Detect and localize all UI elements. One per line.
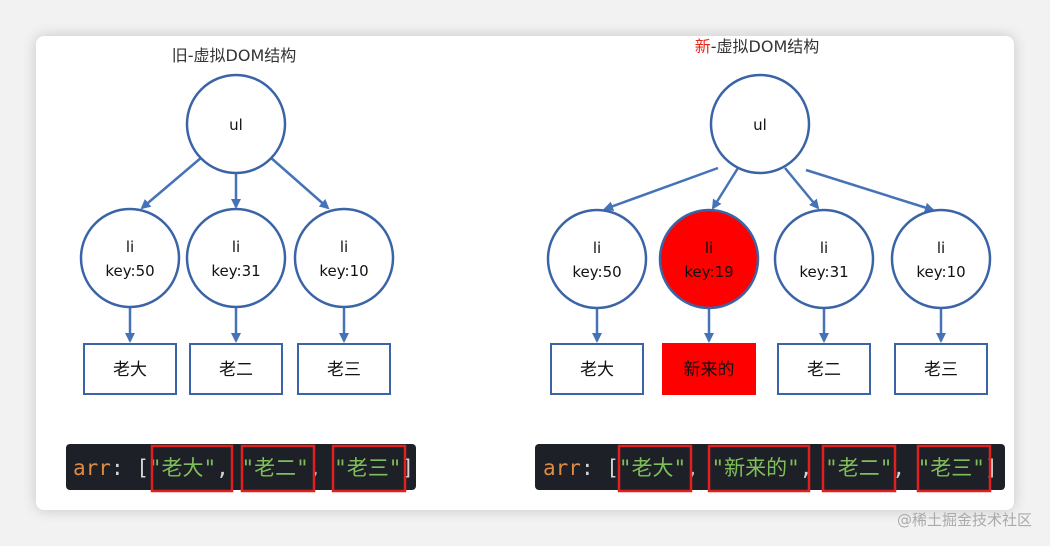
old-vdom-diagram: 旧-虚拟DOM结构 ul li key:50 li key:31 li key: <box>66 46 416 493</box>
new-edge-ul-li2 <box>711 167 740 210</box>
old-text-box-2: 老二 <box>189 343 283 395</box>
old-code-item-2: "老二" <box>241 456 308 480</box>
old-text-box-3: 老三 <box>297 343 391 395</box>
old-code-box-1 <box>150 444 234 493</box>
svg-text:老大: 老大 <box>113 360 147 380</box>
old-code-item-3: "老三" <box>334 456 401 480</box>
old-code-ident: arr <box>73 456 111 480</box>
new-code-ident: arr <box>543 456 581 480</box>
new-vdom-title: 新-虚拟DOM结构 <box>695 37 820 56</box>
old-code-item-1: "老大" <box>149 456 216 480</box>
old-li-node-2: li key:31 <box>185 207 287 309</box>
new-text-box-2-highlighted: 新来的 <box>662 343 756 395</box>
old-ul-label: ul <box>229 116 243 134</box>
new-code-item-4: "老三" <box>918 456 985 480</box>
old-li-2-tag: li <box>232 238 240 256</box>
new-code-box-2 <box>707 444 811 493</box>
new-li-3-key: key:31 <box>799 263 848 281</box>
new-code-item-3: "老二" <box>825 456 892 480</box>
new-code-box-1 <box>617 444 693 493</box>
old-li-1-tag: li <box>126 238 134 256</box>
new-text-box-3: 老二 <box>777 343 871 395</box>
new-vdom-title-prefix: 新 <box>695 37 711 56</box>
old-li-1-key: key:50 <box>105 262 154 280</box>
new-li-4-tag: li <box>937 239 945 257</box>
new-code-box-4 <box>916 444 992 493</box>
new-edge-ul-li1 <box>603 166 719 211</box>
old-li-node-3: li key:10 <box>293 207 395 309</box>
old-li-2-key: key:31 <box>211 262 260 280</box>
new-li-3-tag: li <box>820 239 828 257</box>
new-code-item-1: "老大" <box>619 456 686 480</box>
new-li-2-key: key:19 <box>684 263 733 281</box>
new-li-node-1: li key:50 <box>546 208 648 310</box>
svg-text:新来的: 新来的 <box>684 360 735 380</box>
new-edges <box>592 166 946 343</box>
old-code-box-2 <box>240 444 316 493</box>
old-code-box-3 <box>331 444 407 493</box>
new-li-node-2-highlighted: li key:19 <box>658 208 760 310</box>
old-code-snippet: arr: ["老大", "老二", "老三"] <box>66 444 416 493</box>
old-vdom-title: 旧-虚拟DOM结构 <box>172 46 297 65</box>
old-ul-node: ul <box>185 73 287 175</box>
old-li-3-tag: li <box>340 238 348 256</box>
new-code-item-2: "新来的" <box>711 456 799 480</box>
svg-text:老三: 老三 <box>327 360 361 380</box>
new-li-node-3: li key:31 <box>773 208 875 310</box>
new-li-4-key: key:10 <box>916 263 965 281</box>
old-edge-ul-li3 <box>269 156 330 210</box>
svg-text:老三: 老三 <box>924 360 958 380</box>
watermark: @稀土掘金技术社区 <box>896 511 1032 529</box>
new-li-1-tag: li <box>593 239 601 257</box>
svg-text:老大: 老大 <box>580 360 614 380</box>
svg-text:老二: 老二 <box>807 360 841 380</box>
new-ul-label: ul <box>753 116 767 134</box>
new-li-2-tag: li <box>705 239 713 257</box>
old-edge-ul-li1 <box>140 156 203 210</box>
new-code-box-3 <box>821 444 897 493</box>
old-text-box-1: 老大 <box>83 343 177 395</box>
new-code-snippet: arr: ["老大", "新来的", "老二", "老三"] <box>535 444 1005 493</box>
svg-text:arr: ["老大", "新来的", "老二", "老三"]: arr: ["老大", "新来的", "老二", "老三"] <box>543 456 998 480</box>
new-edge-ul-li3 <box>784 167 820 210</box>
svg-text:老二: 老二 <box>219 360 253 380</box>
new-vdom-diagram: 新-虚拟DOM结构 ul li key:50 li key:19 <box>535 37 1005 493</box>
old-li-node-1: li key:50 <box>79 207 181 309</box>
new-edge-ul-li4 <box>805 168 935 213</box>
new-ul-node: ul <box>709 73 811 175</box>
new-text-box-4: 老三 <box>894 343 988 395</box>
old-edges <box>125 156 349 343</box>
old-li-3-key: key:10 <box>319 262 368 280</box>
new-li-1-key: key:50 <box>572 263 621 281</box>
svg-text:arr: ["老大", "老二", "老三"]: arr: ["老大", "老二", "老三"] <box>73 456 414 480</box>
new-text-box-1: 老大 <box>550 343 644 395</box>
new-li-node-4: li key:10 <box>890 208 992 310</box>
